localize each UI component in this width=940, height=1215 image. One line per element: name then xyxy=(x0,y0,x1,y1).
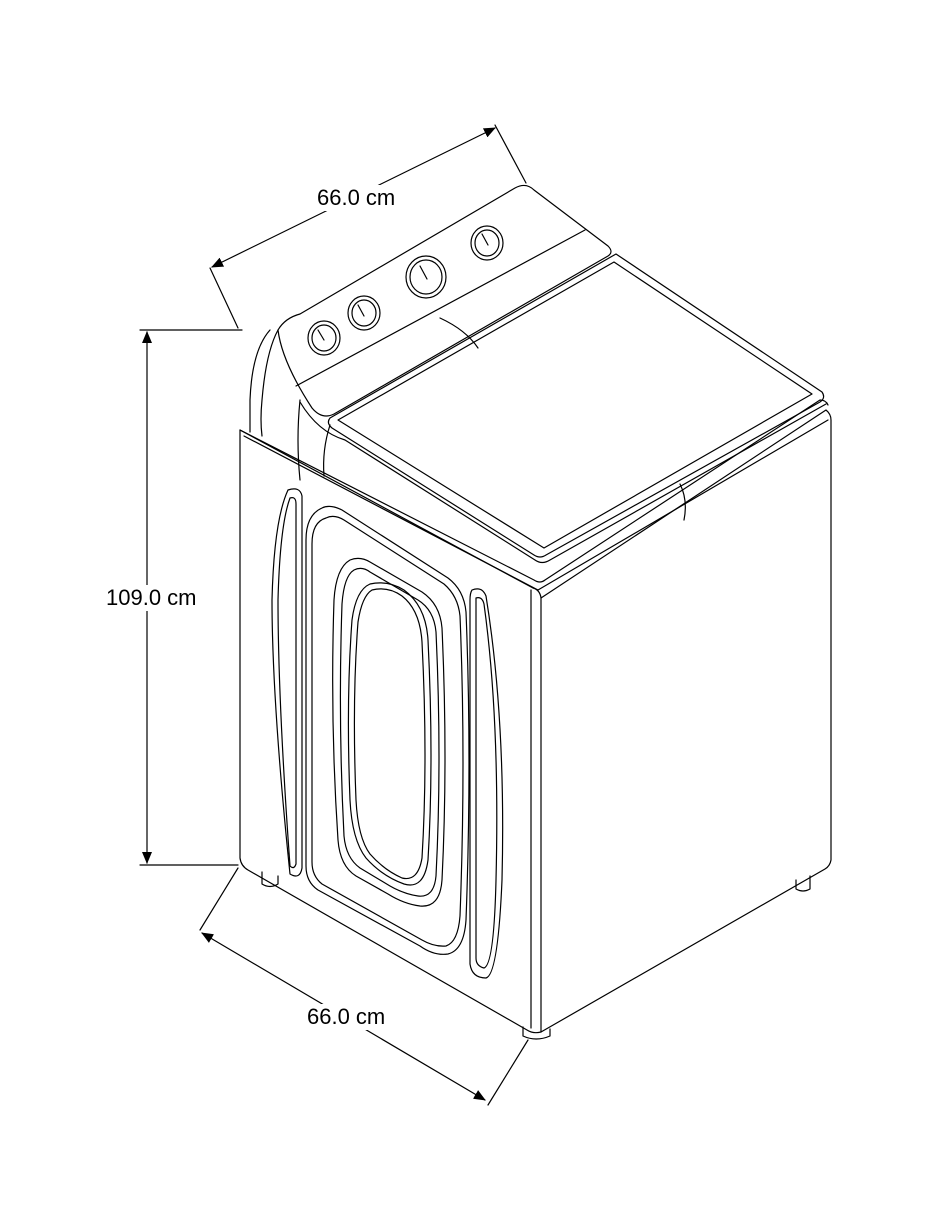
front-decoration xyxy=(271,488,504,979)
console-side-curve xyxy=(260,329,279,437)
depth-extension-line-left xyxy=(209,267,239,329)
window-glass-inner xyxy=(353,588,426,880)
width-extension-line-right xyxy=(487,1039,529,1106)
knob-2 xyxy=(347,295,381,331)
console-outline xyxy=(277,184,612,417)
console-back-curve xyxy=(249,329,271,433)
lid-inner-outline xyxy=(337,261,813,549)
washer-body xyxy=(239,399,832,1040)
cabinet-top-edge-inner xyxy=(243,419,829,591)
knob-4 xyxy=(470,225,504,261)
height-label: 109.0 cm xyxy=(103,585,200,611)
front-face xyxy=(239,429,542,1034)
door-outer-panel-inner xyxy=(311,515,464,947)
side-face xyxy=(540,409,832,1033)
console-inner-line xyxy=(295,229,586,387)
left-slot-inner xyxy=(277,497,297,869)
right-slot-inner xyxy=(475,597,498,969)
depth-extension-line-right xyxy=(494,124,527,184)
width-dimension xyxy=(199,867,529,1106)
lid xyxy=(299,253,827,564)
window-glass xyxy=(347,582,432,886)
left-slot xyxy=(271,488,303,877)
window-frame-inner xyxy=(339,567,440,897)
console-swoop xyxy=(439,317,479,349)
lid-front-lip xyxy=(299,401,827,564)
foot-back-right xyxy=(795,875,811,892)
door-outer-panel xyxy=(305,505,470,955)
width-extension-line-left xyxy=(199,867,239,931)
lid-outline xyxy=(327,253,825,558)
cabinet-top-edge xyxy=(239,399,829,583)
foot-front-left xyxy=(261,871,279,888)
side-panel-line-1 xyxy=(297,399,301,481)
side-panel-line-2 xyxy=(323,424,331,477)
foot-front-right xyxy=(522,1026,551,1040)
window-frame xyxy=(332,557,446,907)
right-slot xyxy=(469,588,504,979)
control-console xyxy=(249,184,686,521)
knob-1 xyxy=(307,320,341,356)
width-label: 66.0 cm xyxy=(304,1004,389,1030)
depth-label: 66.0 cm xyxy=(314,185,399,211)
side-panel-line-3 xyxy=(679,483,686,521)
depth-dimension xyxy=(209,124,527,329)
knob-3 xyxy=(405,255,447,299)
